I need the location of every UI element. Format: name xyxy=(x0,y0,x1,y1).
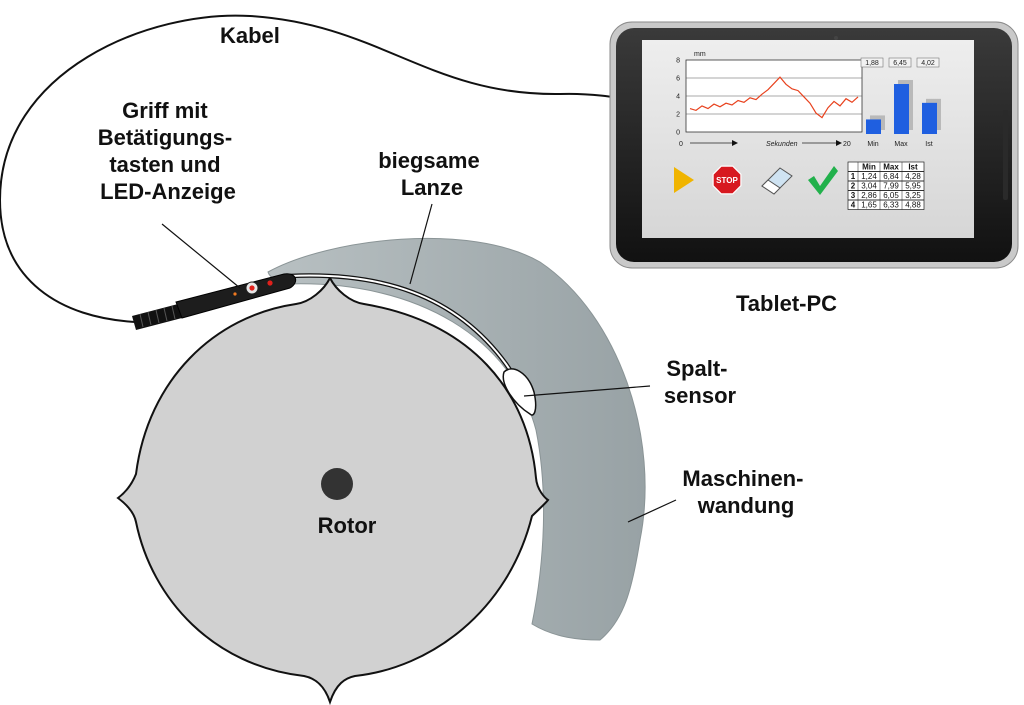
table-cell: 3 xyxy=(851,191,856,200)
bar xyxy=(922,102,937,134)
table-cell: 1,65 xyxy=(861,200,877,209)
handle-label: Griff mit Betätigungs- tasten und LED-An… xyxy=(98,98,239,204)
table-cell: 1,24 xyxy=(861,172,877,181)
sensor-leader-line xyxy=(523,385,651,397)
chart-x-start: 0 xyxy=(679,141,683,148)
min-max-table: Min Max Ist 1 1,24 6,84 4,28 2 3,04 7,99 5,95 3 2,86… xyxy=(847,161,925,210)
table-row: 4 1,65 6,33 4,88 xyxy=(848,199,924,209)
led-indicator xyxy=(267,280,273,286)
table-cell: Min xyxy=(862,162,876,171)
table-row: 2 3,04 7,99 5,95 xyxy=(848,180,924,190)
table-cell: 2,86 xyxy=(861,191,877,200)
cable-strain-relief xyxy=(132,304,182,330)
stop-icon[interactable] xyxy=(712,165,742,195)
table-cell: 7,99 xyxy=(883,181,899,190)
lance-leader-line xyxy=(409,203,433,285)
led-indicator xyxy=(233,292,237,296)
bar xyxy=(894,84,909,134)
table-cell: 4 xyxy=(851,200,856,209)
chart-x-label: Sekunden xyxy=(766,141,798,148)
rotor-label: Rotor xyxy=(318,513,377,538)
cable-label: Kabel xyxy=(220,23,280,48)
bar-value-label: 1,88 xyxy=(865,60,879,67)
chart-y-tick: 4 xyxy=(676,94,680,101)
table-cell: 6,84 xyxy=(883,172,899,181)
table-header-row: Min Max Ist xyxy=(857,162,918,210)
handle xyxy=(132,273,297,330)
bar-value-box xyxy=(916,57,940,68)
bar-category-label: Ist xyxy=(925,141,932,148)
table-cell: Max xyxy=(883,162,899,171)
tablet-side-buttons xyxy=(1003,110,1008,200)
chart-unit: mm xyxy=(694,51,706,58)
arrow-right-icon xyxy=(732,140,738,146)
tablet-label: Tablet-PC xyxy=(736,291,837,316)
cable xyxy=(0,14,639,323)
rotor-hub xyxy=(321,468,353,500)
bar-category-label: Min xyxy=(867,141,878,148)
table-cell: Ist xyxy=(908,162,918,171)
chart-y-tick: 6 xyxy=(676,76,680,83)
eraser-icon[interactable] xyxy=(761,167,793,195)
led-indicator xyxy=(249,285,255,291)
chart-line xyxy=(689,76,859,119)
stop-icon-text: STOP xyxy=(716,176,738,185)
bar-value-label: 4,02 xyxy=(921,60,935,67)
machine-wall xyxy=(267,238,646,641)
table-cell: 3,25 xyxy=(905,191,921,200)
chart-y-tick: 0 xyxy=(676,130,680,137)
bar-value-box xyxy=(888,57,912,68)
table-cell: 6,33 xyxy=(883,200,899,209)
handle-leader-line xyxy=(161,223,241,289)
wall-label: Maschinen- wandung xyxy=(682,466,809,518)
chart-x-end: 20 xyxy=(843,141,851,148)
bar-value-box xyxy=(860,57,884,68)
table-cell: 4,28 xyxy=(905,172,921,181)
chart-y-tick: 2 xyxy=(676,112,680,119)
table-cell: 6,05 xyxy=(883,191,899,200)
table-cell: 2 xyxy=(851,181,856,190)
table-cell: 5,95 xyxy=(905,181,921,190)
arrow-right-icon xyxy=(836,140,842,146)
bar-value-label: 6,45 xyxy=(893,60,907,67)
bar-category-label: Max xyxy=(894,141,908,148)
table-row: 1 1,24 6,84 4,28 xyxy=(848,171,924,181)
bar xyxy=(866,119,881,134)
check-icon[interactable] xyxy=(808,166,838,195)
lance-label: biegsame Lanze xyxy=(378,148,486,200)
camera-icon xyxy=(834,36,838,40)
table-frame xyxy=(847,161,925,210)
table-cell: 3,04 xyxy=(861,181,877,190)
sensor-label: Spalt- sensor xyxy=(664,356,737,408)
chart-gridlines xyxy=(686,77,862,115)
table-row: 3 2,86 6,05 3,25 xyxy=(848,190,924,200)
chart-y-ticks: 8 6 4 2 0 xyxy=(676,58,680,137)
wall-leader-line xyxy=(627,499,677,523)
table-cell: 4,88 xyxy=(905,200,921,209)
handle-body xyxy=(175,273,297,319)
gap-sensor xyxy=(502,368,537,416)
table-cell: 1 xyxy=(851,172,856,181)
play-icon[interactable] xyxy=(674,167,694,193)
chart-y-tick: 8 xyxy=(676,58,680,65)
